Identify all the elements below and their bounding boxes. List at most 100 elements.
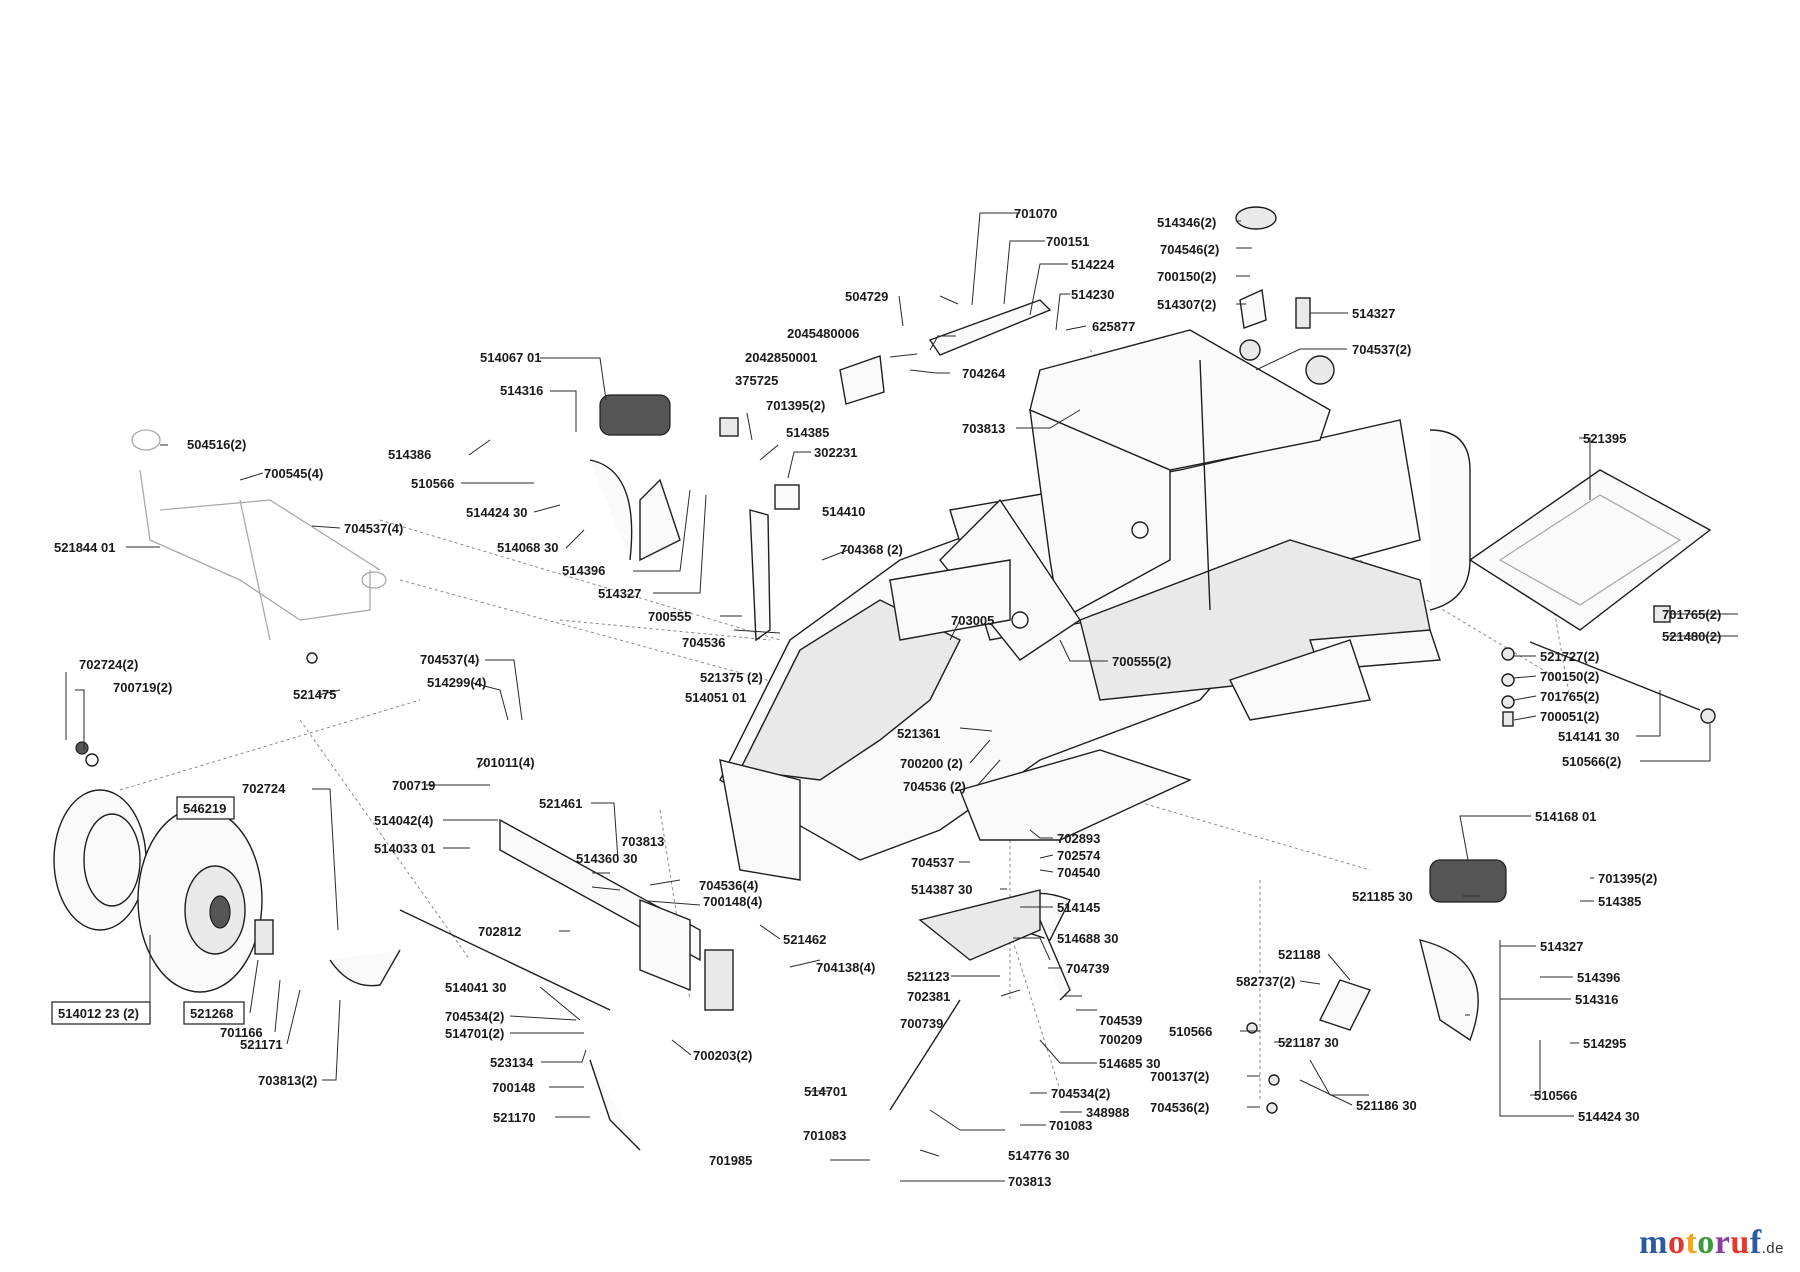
leader-lines xyxy=(65,212,1738,1182)
part-label: 521268 xyxy=(190,1006,233,1021)
part-label: 514068 30 xyxy=(497,540,558,555)
part-label: 704534(2) xyxy=(445,1009,504,1024)
part-label: 521727(2) xyxy=(1540,649,1599,664)
part-label: 702724 xyxy=(242,781,286,796)
part-label: 704536 xyxy=(682,635,725,650)
part-label: 514685 30 xyxy=(1099,1056,1160,1071)
part-label: 703005 xyxy=(951,613,994,628)
part-label: 701765(2) xyxy=(1662,607,1721,622)
part-label: 521186 30 xyxy=(1356,1098,1417,1113)
part-label: 521480(2) xyxy=(1662,629,1721,644)
part-label: 514316 xyxy=(500,383,543,398)
part-label: 704537(4) xyxy=(344,521,403,536)
part-label: 703813(2) xyxy=(258,1073,317,1088)
part-label: 704540 xyxy=(1057,865,1100,880)
part-label: 546219 xyxy=(183,801,226,816)
part-label: 700051(2) xyxy=(1540,709,1599,724)
part-label: 700200 (2) xyxy=(900,756,963,771)
part-label: 504729 xyxy=(845,289,888,304)
part-label: 700150(2) xyxy=(1540,669,1599,684)
part-label: 521187 30 xyxy=(1278,1035,1339,1050)
part-label: 2042850001 xyxy=(745,350,817,365)
part-label: 510566 xyxy=(411,476,454,491)
part-label: 704536 (2) xyxy=(903,779,966,794)
part-label: 348988 xyxy=(1086,1105,1129,1120)
part-label: 510566 xyxy=(1534,1088,1577,1103)
part-label: 514033 01 xyxy=(374,841,435,856)
part-label: 703813 xyxy=(621,834,664,849)
part-label: 521375 (2) xyxy=(700,670,763,685)
part-label: 701985 xyxy=(709,1153,752,1168)
part-label: 514386 xyxy=(388,447,431,462)
part-label: 514307(2) xyxy=(1157,297,1216,312)
part-label: 514327 xyxy=(598,586,641,601)
part-label: 302231 xyxy=(814,445,857,460)
part-label: 514701 xyxy=(804,1084,847,1099)
label-box-514012 xyxy=(51,1001,151,1025)
part-label: 514042(4) xyxy=(374,813,433,828)
part-label: 514385 xyxy=(786,425,829,440)
part-label: 514396 xyxy=(1577,970,1620,985)
part-label: 510566(2) xyxy=(1562,754,1621,769)
part-label: 514688 30 xyxy=(1057,931,1118,946)
seat-plate xyxy=(1468,469,1712,631)
part-label: 514224 xyxy=(1071,257,1115,272)
part-label: 521475 xyxy=(293,687,336,702)
part-label: 514410 xyxy=(822,504,865,519)
logo-letter: m xyxy=(1639,1224,1668,1261)
part-label: 700739 xyxy=(900,1016,943,1031)
part-label: 514299(4) xyxy=(427,675,486,690)
logo-letter: r xyxy=(1714,1224,1731,1261)
part-label: 521170 xyxy=(493,1110,536,1125)
part-label: 700151 xyxy=(1046,234,1089,249)
part-label: 700137(2) xyxy=(1150,1069,1209,1084)
front-bumper xyxy=(131,429,387,641)
part-labels: 701070 700151 514224 504729 514230 62587… xyxy=(54,206,1721,1189)
upper-parts xyxy=(589,206,1311,642)
logo-letter: f xyxy=(1749,1224,1762,1261)
part-label: 521462 xyxy=(783,932,826,947)
part-label: 514360 30 xyxy=(576,851,637,866)
part-label: 702724(2) xyxy=(79,657,138,672)
part-label: 704536(4) xyxy=(699,878,758,893)
boxed-labels xyxy=(51,796,245,1025)
part-label: 523134 xyxy=(490,1055,534,1070)
part-label: 514701(2) xyxy=(445,1026,504,1041)
part-label: 514387 30 xyxy=(911,882,972,897)
part-label: 514145 xyxy=(1057,900,1100,915)
part-label: 514424 30 xyxy=(1578,1109,1639,1124)
part-label: 514424 30 xyxy=(466,505,527,520)
part-label: 514012 23 (2) xyxy=(58,1006,139,1021)
part-label: 510566 xyxy=(1169,1024,1212,1039)
right-pedal-assembly xyxy=(918,859,1507,1042)
part-label: 704534(2) xyxy=(1051,1086,1110,1101)
part-label: 701083 xyxy=(1049,1118,1092,1133)
part-label: 514327 xyxy=(1352,306,1395,321)
part-label: 514168 01 xyxy=(1535,809,1596,824)
part-label: 704264 xyxy=(962,366,1006,381)
part-label: 514776 30 xyxy=(1008,1148,1069,1163)
part-label: 514230 xyxy=(1071,287,1114,302)
part-label: 582737(2) xyxy=(1236,974,1295,989)
part-label: 701395(2) xyxy=(766,398,825,413)
part-label: 703813 xyxy=(962,421,1005,436)
part-label: 700545(4) xyxy=(264,466,323,481)
logo-letter: o xyxy=(1667,1224,1686,1261)
part-label: 375725 xyxy=(735,373,778,388)
part-label: 514067 01 xyxy=(480,350,541,365)
label-box-521268 xyxy=(183,1001,245,1025)
part-label: 514295 xyxy=(1583,1036,1626,1051)
part-label: 625877 xyxy=(1092,319,1135,334)
part-label: 704546(2) xyxy=(1160,242,1219,257)
part-label: 700148 xyxy=(492,1080,535,1095)
part-label: 701083 xyxy=(803,1128,846,1143)
part-label: 521171 xyxy=(240,1037,283,1052)
part-label: 521123 xyxy=(907,969,950,984)
part-label: 702381 xyxy=(907,989,950,1004)
part-label: 701070 xyxy=(1014,206,1057,221)
part-label: 701765(2) xyxy=(1540,689,1599,704)
part-label: 700719 xyxy=(392,778,435,793)
part-label: 704739 xyxy=(1066,961,1109,976)
part-label: 514316 xyxy=(1575,992,1618,1007)
